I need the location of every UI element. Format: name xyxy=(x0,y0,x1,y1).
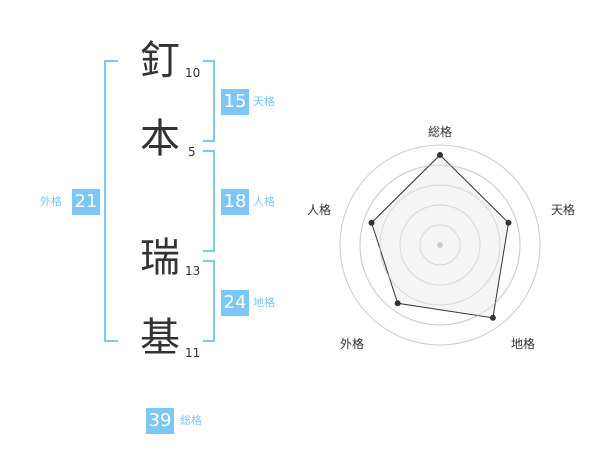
radar-inner-ring-1 xyxy=(419,224,461,266)
radar-point-1 xyxy=(437,152,443,158)
stroke-count-2: 5 xyxy=(188,145,196,159)
soukaku-label: 総格 xyxy=(180,414,202,427)
bracket-chikaku xyxy=(203,260,215,342)
gaikaku-badge: 21 xyxy=(72,189,100,215)
radar-label-chikaku: 地格 xyxy=(511,337,536,351)
bracket-tenkaku xyxy=(203,60,215,142)
name-char-1: 釘 xyxy=(140,38,180,84)
radar-inner-ring-3 xyxy=(379,184,501,306)
stroke-count-4: 11 xyxy=(185,346,201,360)
radar-point-5 xyxy=(368,219,375,226)
name-char-4: 基 xyxy=(140,315,180,361)
stroke-count-3: 13 xyxy=(185,264,201,278)
chikaku-label: 地格 xyxy=(253,296,275,309)
jinkaku-badge: 18 xyxy=(221,189,249,215)
bracket-gaikaku xyxy=(104,60,118,342)
tenkaku-label: 天格 xyxy=(253,95,275,108)
radar-label-jinkaku: 人格 xyxy=(307,203,332,217)
chikaku-badge: 24 xyxy=(221,290,249,316)
radar-label-soukaku: 総格 xyxy=(428,125,453,139)
radar-point-4 xyxy=(394,300,401,307)
radar-center-dot xyxy=(437,242,443,248)
name-char-2: 本 xyxy=(140,116,180,162)
gaikaku-label: 外格 xyxy=(40,195,62,208)
radar-chart xyxy=(339,144,541,346)
radar-inner-ring-2 xyxy=(399,204,481,286)
name-char-3: 瑞 xyxy=(140,235,180,281)
radar-grid-ring-5 xyxy=(339,144,541,346)
soukaku-badge: 39 xyxy=(146,408,174,434)
stroke-count-1: 10 xyxy=(185,66,201,80)
bracket-jinkaku xyxy=(203,150,215,252)
radar-label-gaikaku: 外格 xyxy=(340,337,365,351)
radar-inner-ring-4 xyxy=(359,164,521,326)
radar-point-3 xyxy=(489,314,496,321)
radar-point-2 xyxy=(505,219,512,226)
jinkaku-label: 人格 xyxy=(253,195,275,208)
radar-label-tenkaku: 天格 xyxy=(551,203,576,217)
tenkaku-badge: 15 xyxy=(221,89,249,115)
radar-series-polygon xyxy=(370,154,510,319)
